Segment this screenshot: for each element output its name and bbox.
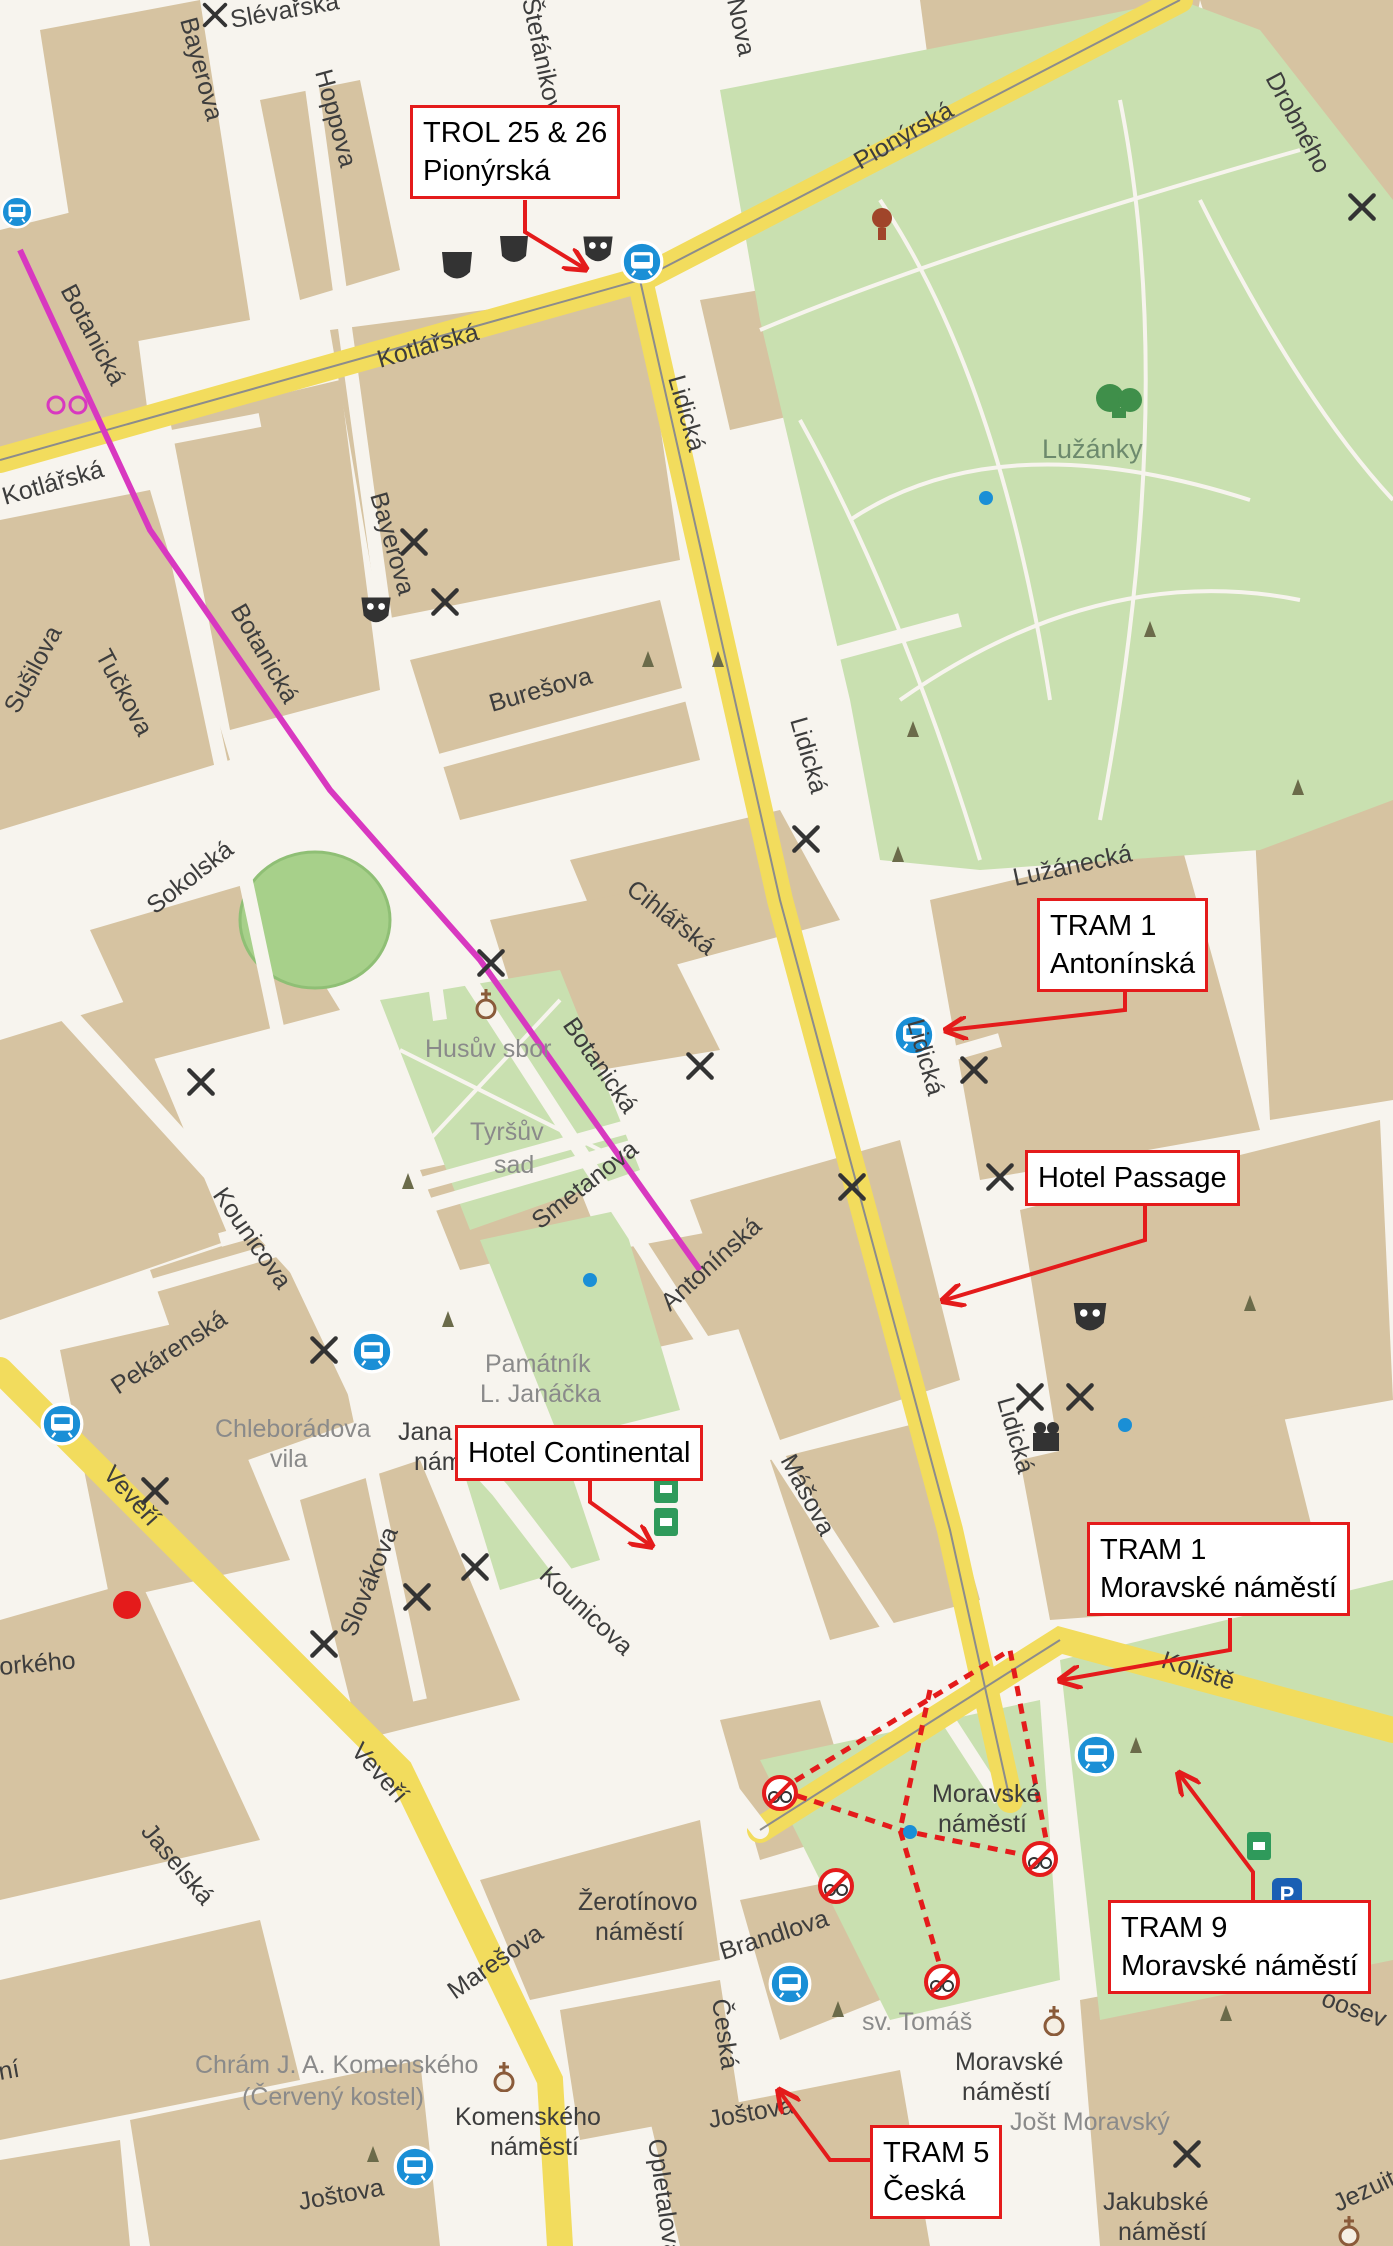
komenskeho-namesti-label: Komenského	[455, 2103, 601, 2131]
tyrsuv-sad-label: sad	[494, 1151, 534, 1179]
jost-moravsky-label: Jošt Moravský	[1010, 2108, 1170, 2136]
callout-tram1-moravske: TRAM 1 Moravské náměstí	[1087, 1522, 1350, 1616]
callout-line: TRAM 1	[1100, 1534, 1207, 1566]
street-label: orkého	[0, 1646, 77, 1681]
road-kounicova	[0, 931, 769, 1839]
callout-line: Moravské náměstí	[1100, 1572, 1337, 1604]
shield-icon	[442, 236, 528, 279]
moravske-namesti-label: náměstí	[962, 2078, 1051, 2106]
bicycle-icon	[46, 395, 88, 415]
arrow-tram1-moravske	[1062, 1618, 1232, 1680]
moravske-dashed-paths	[778, 1645, 1053, 2001]
arrow-hotel-passage	[945, 1197, 1147, 1300]
chleboradova-vila-label: Chleborádova	[215, 1415, 371, 1443]
callout-tram9-moravske: TRAM 9 Moravské náměstí	[1108, 1900, 1371, 1994]
callout-line: Antonínská	[1050, 948, 1196, 980]
callout-line: Pionýrská	[423, 155, 551, 187]
tram-stop-icon[interactable]	[393, 2145, 437, 2189]
zerotinovo-namesti-label: Žerotínovo	[578, 1887, 698, 1916]
callout-line: TRAM 9	[1121, 1912, 1228, 1944]
no-cycling-icon	[762, 1775, 798, 1811]
chram-komenskeho-label: Chrám J. A. Komenského	[195, 2051, 478, 2079]
stadium	[238, 850, 392, 990]
place-labels: Lužánky Husův sbor Tyršův sad Památník L…	[195, 434, 1209, 2246]
komenskeho-namesti-label: náměstí	[490, 2133, 579, 2161]
cycle-route-botanicka	[17, 248, 703, 1272]
callout-line: TRAM 1	[1050, 910, 1157, 942]
fire-station-icon	[113, 1591, 141, 1619]
pamatnik-label: Památník	[485, 1350, 591, 1378]
arrow-tram5-ceska	[780, 2092, 870, 2162]
tram-stop-icon[interactable]	[620, 240, 664, 284]
luzanky-label: Lužánky	[1042, 434, 1143, 464]
callout-tram1-antoninska: TRAM 1 Antonínská	[1037, 898, 1209, 992]
road-veveri	[0, 1357, 573, 2246]
tram-stop-icon[interactable]	[40, 1402, 84, 1446]
no-cycling-icon	[1022, 1841, 1058, 1877]
chleboradova-vila-label: vila	[270, 1445, 308, 1473]
tram-stop-icon[interactable]	[0, 195, 34, 229]
moravske-namesti-park-label: Moravské	[932, 1780, 1040, 1808]
arrow-tram9-moravske	[1180, 1775, 1255, 1905]
moravske-namesti-park-label: náměstí	[938, 1810, 1027, 1838]
park-tree-icon	[1096, 384, 1142, 418]
hotel-icon	[654, 1508, 678, 1536]
callout-trol-pionyrska: TROL 25 & 26 Pionýrská	[410, 105, 621, 199]
monument-icon	[872, 208, 892, 240]
jakubske-namesti-label: náměstí	[1118, 2218, 1207, 2246]
tram-stop-icon[interactable]	[350, 1330, 394, 1374]
moravske-namesti-label: Moravské	[955, 2048, 1063, 2076]
husuv-sbor-label: Husův sbor	[425, 1035, 551, 1063]
callout-line: Hotel Passage	[1038, 1162, 1227, 1194]
callout-hotel-continental: Hotel Continental	[455, 1425, 704, 1481]
arrow-trol	[523, 200, 584, 268]
pamatnik-label: L. Janáčka	[480, 1380, 601, 1408]
callout-line: TRAM 5	[883, 2137, 990, 2169]
jana-namesti-label: Jana	[398, 1418, 452, 1446]
jakubske-namesti-label: Jakubské	[1103, 2188, 1209, 2216]
callout-hotel-passage: Hotel Passage	[1025, 1150, 1240, 1206]
pamatnik-park	[480, 1210, 680, 1440]
no-cycling-icon	[818, 1868, 854, 1904]
park-paths	[399, 99, 1393, 1152]
zerotinovo-namesti-label: náměstí	[595, 1918, 684, 1946]
tyrsuv-sad-label: Tyršův	[470, 1118, 544, 1146]
tram-stop-icon[interactable]	[1074, 1733, 1118, 1777]
sv-tomas-label: sv. Tomáš	[862, 2008, 972, 2036]
hotel-icon	[1247, 1832, 1271, 1860]
info-point-icon	[583, 491, 1132, 1839]
callout-line: Česká	[883, 2175, 966, 2207]
callout-line: TROL 25 & 26	[423, 117, 608, 149]
no-cycling-icon	[924, 1964, 960, 2000]
callout-line: Moravské náměstí	[1121, 1950, 1358, 1982]
street-label: ní	[0, 2055, 22, 2086]
chram-komenskeho-label: (Červený kostel)	[242, 2082, 424, 2111]
tram-stop-icon[interactable]	[768, 1962, 812, 2006]
callout-line: Hotel Continental	[468, 1437, 691, 1469]
callout-tram5-ceska: TRAM 5 Česká	[870, 2125, 1003, 2219]
cinema-icon	[1033, 1422, 1059, 1451]
